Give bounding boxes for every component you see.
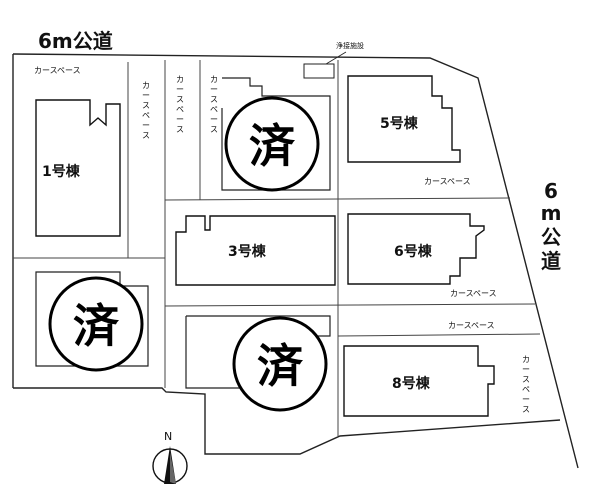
svg-text:カ: カ bbox=[142, 81, 150, 90]
svg-text:ー: ー bbox=[522, 395, 530, 404]
svg-text:ー: ー bbox=[210, 85, 218, 94]
building-8-label: 8号棟 bbox=[392, 375, 431, 392]
svg-text:カ: カ bbox=[210, 75, 218, 84]
lot-lines bbox=[13, 60, 541, 436]
svg-text:ス: ス bbox=[522, 405, 530, 414]
svg-text:ー: ー bbox=[522, 365, 530, 374]
building-6-label: 6号棟 bbox=[394, 243, 433, 260]
car-space-vertical-3: カ ー ス ペ ー ス bbox=[210, 75, 218, 134]
building-8: 8号棟 bbox=[343, 345, 495, 417]
svg-text:ス: ス bbox=[522, 375, 530, 384]
svg-text:ス: ス bbox=[176, 125, 184, 134]
drain-facility: 浄接施設 bbox=[303, 41, 364, 79]
building-1-label: 1号棟 bbox=[42, 163, 81, 180]
building-5-label: 5号棟 bbox=[380, 115, 419, 132]
svg-text:ペ: ペ bbox=[176, 105, 184, 114]
svg-text:ー: ー bbox=[142, 121, 150, 130]
sold-stamp-text: 済 bbox=[249, 119, 296, 173]
svg-text:ス: ス bbox=[142, 101, 150, 110]
svg-text:カ: カ bbox=[522, 355, 530, 364]
svg-text:ー: ー bbox=[142, 91, 150, 100]
sold-stamp-text: 済 bbox=[73, 299, 120, 353]
site-boundary bbox=[12, 53, 579, 469]
car-space-vertical-1: カ ー ス ペ ー ス bbox=[142, 81, 150, 140]
svg-text:ペ: ペ bbox=[210, 105, 218, 114]
building-3-label: 3号棟 bbox=[228, 243, 267, 260]
svg-text:ス: ス bbox=[210, 125, 218, 134]
road-right-label: 6 m 公 道 bbox=[541, 179, 562, 273]
svg-text:ス: ス bbox=[142, 131, 150, 140]
building-5: 5号棟 bbox=[347, 75, 461, 163]
north-label: N bbox=[164, 430, 172, 443]
car-space-label: カースペース bbox=[448, 321, 495, 330]
building-3: 3号棟 bbox=[175, 215, 336, 286]
sold-stamp-left: 済 bbox=[48, 276, 144, 372]
svg-text:6: 6 bbox=[544, 179, 558, 203]
car-space-label: カースペース bbox=[450, 289, 497, 298]
svg-text:ー: ー bbox=[176, 85, 184, 94]
svg-text:カ: カ bbox=[176, 75, 184, 84]
car-space-label: カースペース bbox=[34, 66, 81, 75]
car-space-vertical-2: カ ー ス ペ ー ス bbox=[176, 75, 184, 134]
svg-text:ペ: ペ bbox=[142, 111, 150, 120]
sold-stamp-text: 済 bbox=[257, 339, 304, 393]
svg-text:ペ: ペ bbox=[522, 385, 530, 394]
svg-text:ー: ー bbox=[176, 115, 184, 124]
north-arrow: N bbox=[152, 430, 188, 484]
road-top-label: 6m公道 bbox=[38, 29, 113, 53]
svg-text:m: m bbox=[541, 201, 562, 225]
car-space-label: カースペース bbox=[424, 177, 471, 186]
drain-facility-label: 浄接施設 bbox=[336, 41, 364, 50]
car-space-vertical-4: カ ー ス ペ ー ス bbox=[522, 355, 530, 414]
sold-stamp-bottom: 済 bbox=[232, 316, 328, 412]
svg-text:ス: ス bbox=[210, 95, 218, 104]
svg-text:公: 公 bbox=[541, 225, 561, 249]
svg-text:道: 道 bbox=[541, 249, 561, 273]
svg-text:ー: ー bbox=[210, 115, 218, 124]
building-6: 6号棟 bbox=[347, 213, 485, 285]
sold-stamp-top: 済 bbox=[224, 96, 320, 192]
svg-text:ス: ス bbox=[176, 95, 184, 104]
building-1: 1号棟 bbox=[35, 99, 121, 237]
